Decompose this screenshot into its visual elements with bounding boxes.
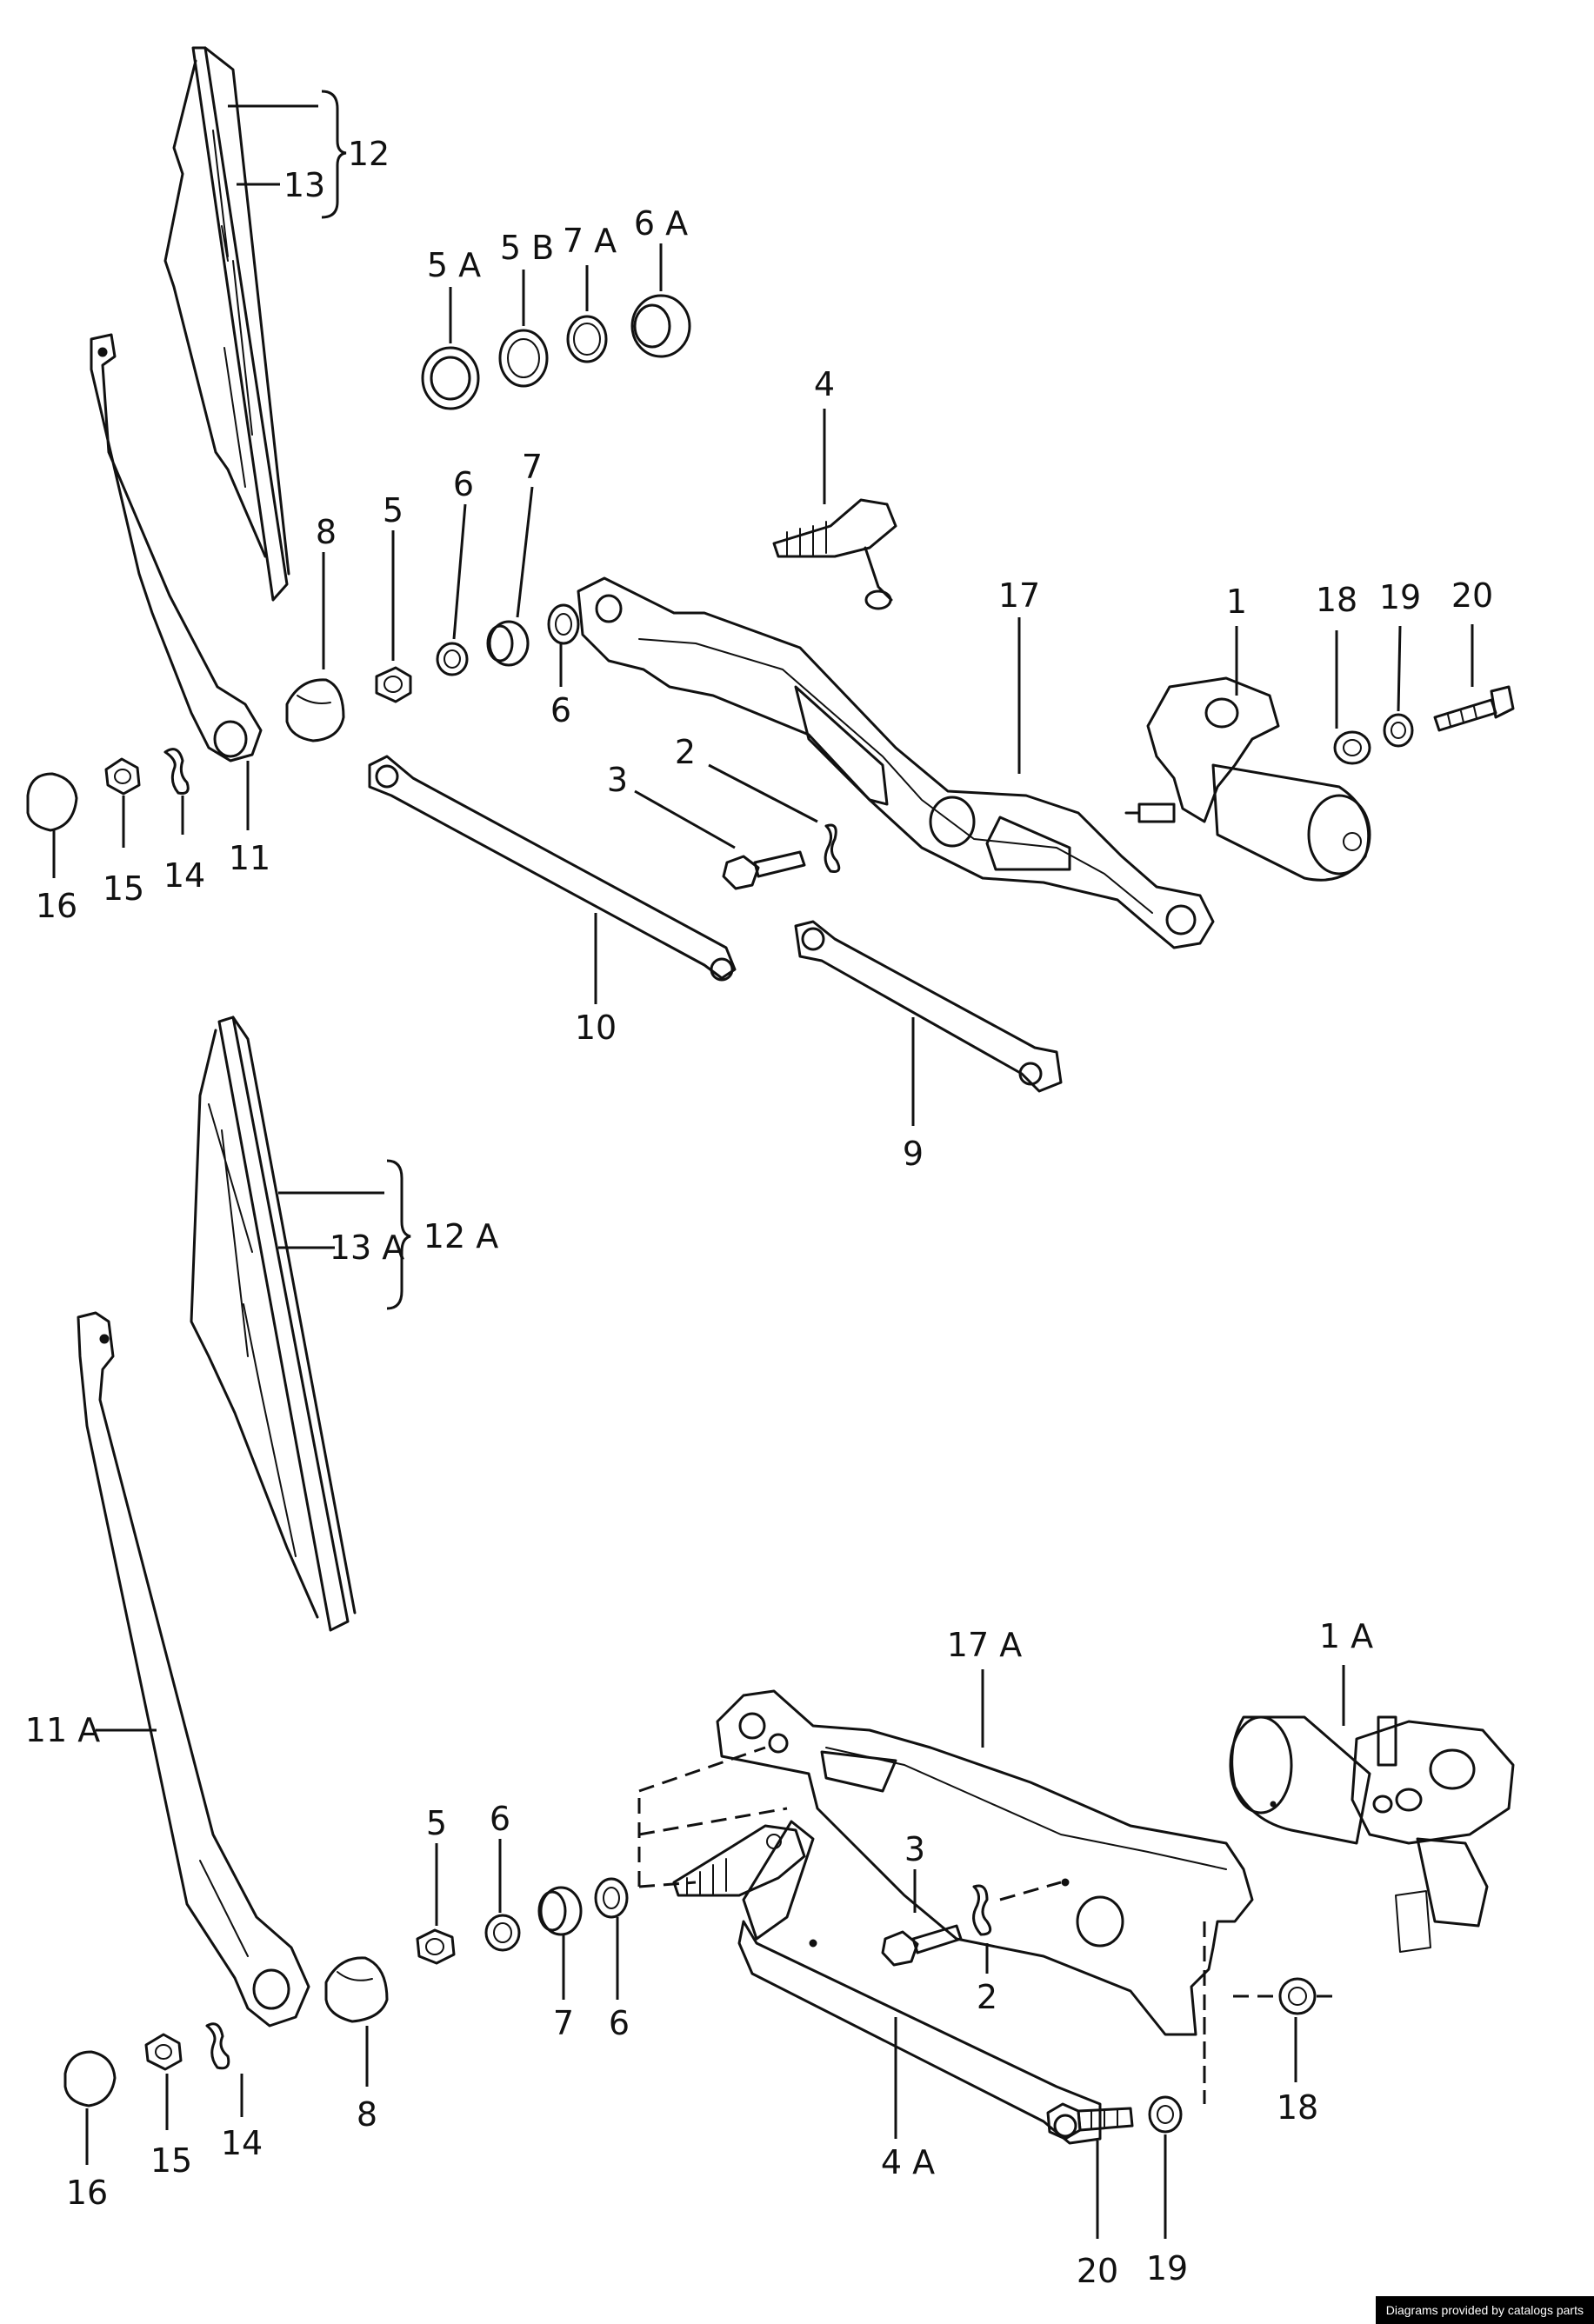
dashed-guide-upper	[638, 1807, 788, 1836]
leader-6-top	[452, 503, 467, 640]
parts-2-3-top	[722, 823, 841, 890]
wiper-motor-bottom	[1229, 1715, 1515, 1953]
parts-5A-5B-7A-6A	[421, 294, 691, 410]
callout-8-top: 8	[316, 513, 337, 551]
callout-2-top: 2	[675, 733, 696, 771]
callout-20-bottom: 20	[1077, 2252, 1118, 2290]
parts-2-3-bottom	[881, 1881, 1062, 1967]
callout-20-top: 20	[1451, 576, 1493, 615]
callout-6-bottom: 6	[490, 1800, 510, 1838]
parts-16-15-14-top	[26, 748, 190, 832]
callout-7A: 7 A	[563, 222, 617, 260]
callout-7-bottom: 7	[553, 2004, 574, 2042]
callout-18-top: 18	[1316, 581, 1357, 619]
callout-5B: 5 B	[500, 229, 554, 267]
callout-11: 11	[229, 839, 270, 877]
bracket-12	[321, 90, 347, 219]
callout-1A: 1 A	[1319, 1617, 1373, 1655]
part-18-bottom	[1233, 1977, 1339, 2015]
callout-17A: 17 A	[947, 1626, 1022, 1664]
pivot-shaft-bottom	[672, 1820, 815, 1941]
push-rod-9	[794, 920, 1063, 1093]
callout-13A: 13 A	[330, 1229, 404, 1267]
callout-12: 12	[348, 135, 390, 173]
callout-15-top: 15	[103, 869, 144, 908]
callout-16-top: 16	[36, 887, 77, 925]
crank-4A	[737, 1920, 1102, 2145]
callout-4A: 4 A	[881, 2143, 935, 2181]
wiper-motor-top	[1124, 676, 1371, 882]
callout-16-bottom: 16	[66, 2174, 108, 2212]
pivot-shaft-top	[772, 498, 897, 610]
callout-5A: 5 A	[427, 246, 481, 284]
leader-7-top	[516, 486, 534, 618]
callout-6b-bottom: 6	[609, 2004, 630, 2042]
bracket-12A	[386, 1159, 411, 1310]
push-rod-10	[368, 755, 737, 982]
leader-2-top	[708, 763, 818, 823]
callout-3-bottom: 3	[904, 1830, 925, 1868]
callout-14-bottom: 14	[221, 2124, 263, 2162]
callout-9: 9	[903, 1135, 924, 1173]
callout-8-bottom: 8	[357, 2095, 377, 2134]
callout-12A: 12 A	[424, 1217, 498, 1255]
callout-13: 13	[283, 166, 325, 204]
linkage-frame-bottom	[716, 1689, 1254, 2036]
callout-2-bottom: 2	[977, 1978, 997, 2016]
parts-16-15-14-bottom	[63, 2022, 230, 2108]
parts-18-19-20-top	[1333, 685, 1515, 765]
callout-11A: 11 A	[25, 1711, 100, 1749]
leader-19-top	[1397, 625, 1402, 712]
dashed-guide-top	[638, 1746, 766, 1793]
callout-3-top: 3	[607, 761, 628, 799]
callout-6-top: 6	[453, 465, 474, 503]
dashed-guide-2	[999, 1881, 1062, 1901]
callout-5-bottom: 5	[426, 1804, 447, 1842]
callout-10: 10	[575, 1009, 617, 1047]
dashed-guide-mid	[638, 1881, 697, 1888]
callout-14-top: 14	[163, 856, 205, 895]
wiper-arm-bottom	[77, 1311, 310, 2028]
credit-label: Diagrams provided by catalogs parts	[1375, 2296, 1594, 2324]
callout-5-top: 5	[383, 491, 404, 529]
parts-20-19-bottom	[1046, 2095, 1183, 2141]
callout-19-bottom: 19	[1146, 2249, 1188, 2287]
callout-19-top: 19	[1379, 578, 1421, 616]
parts-row-top	[285, 603, 580, 742]
callout-18-bottom: 18	[1277, 2088, 1318, 2127]
wiper-blade-top	[163, 46, 290, 602]
wiper-blade-bottom	[190, 1016, 357, 1632]
linkage-frame-top	[577, 576, 1215, 949]
callout-4-top: 4	[814, 365, 835, 403]
callout-6A: 6 A	[634, 204, 688, 243]
callout-15-bottom: 15	[150, 2141, 192, 2180]
callout-1: 1	[1226, 583, 1247, 621]
leader-3-top	[634, 789, 736, 849]
callout-7-top: 7	[522, 448, 543, 486]
wiper-arm-top	[90, 333, 263, 762]
callout-17: 17	[998, 576, 1040, 615]
callout-6b-top: 6	[550, 691, 571, 729]
parts-row-bottom	[324, 1877, 629, 2023]
